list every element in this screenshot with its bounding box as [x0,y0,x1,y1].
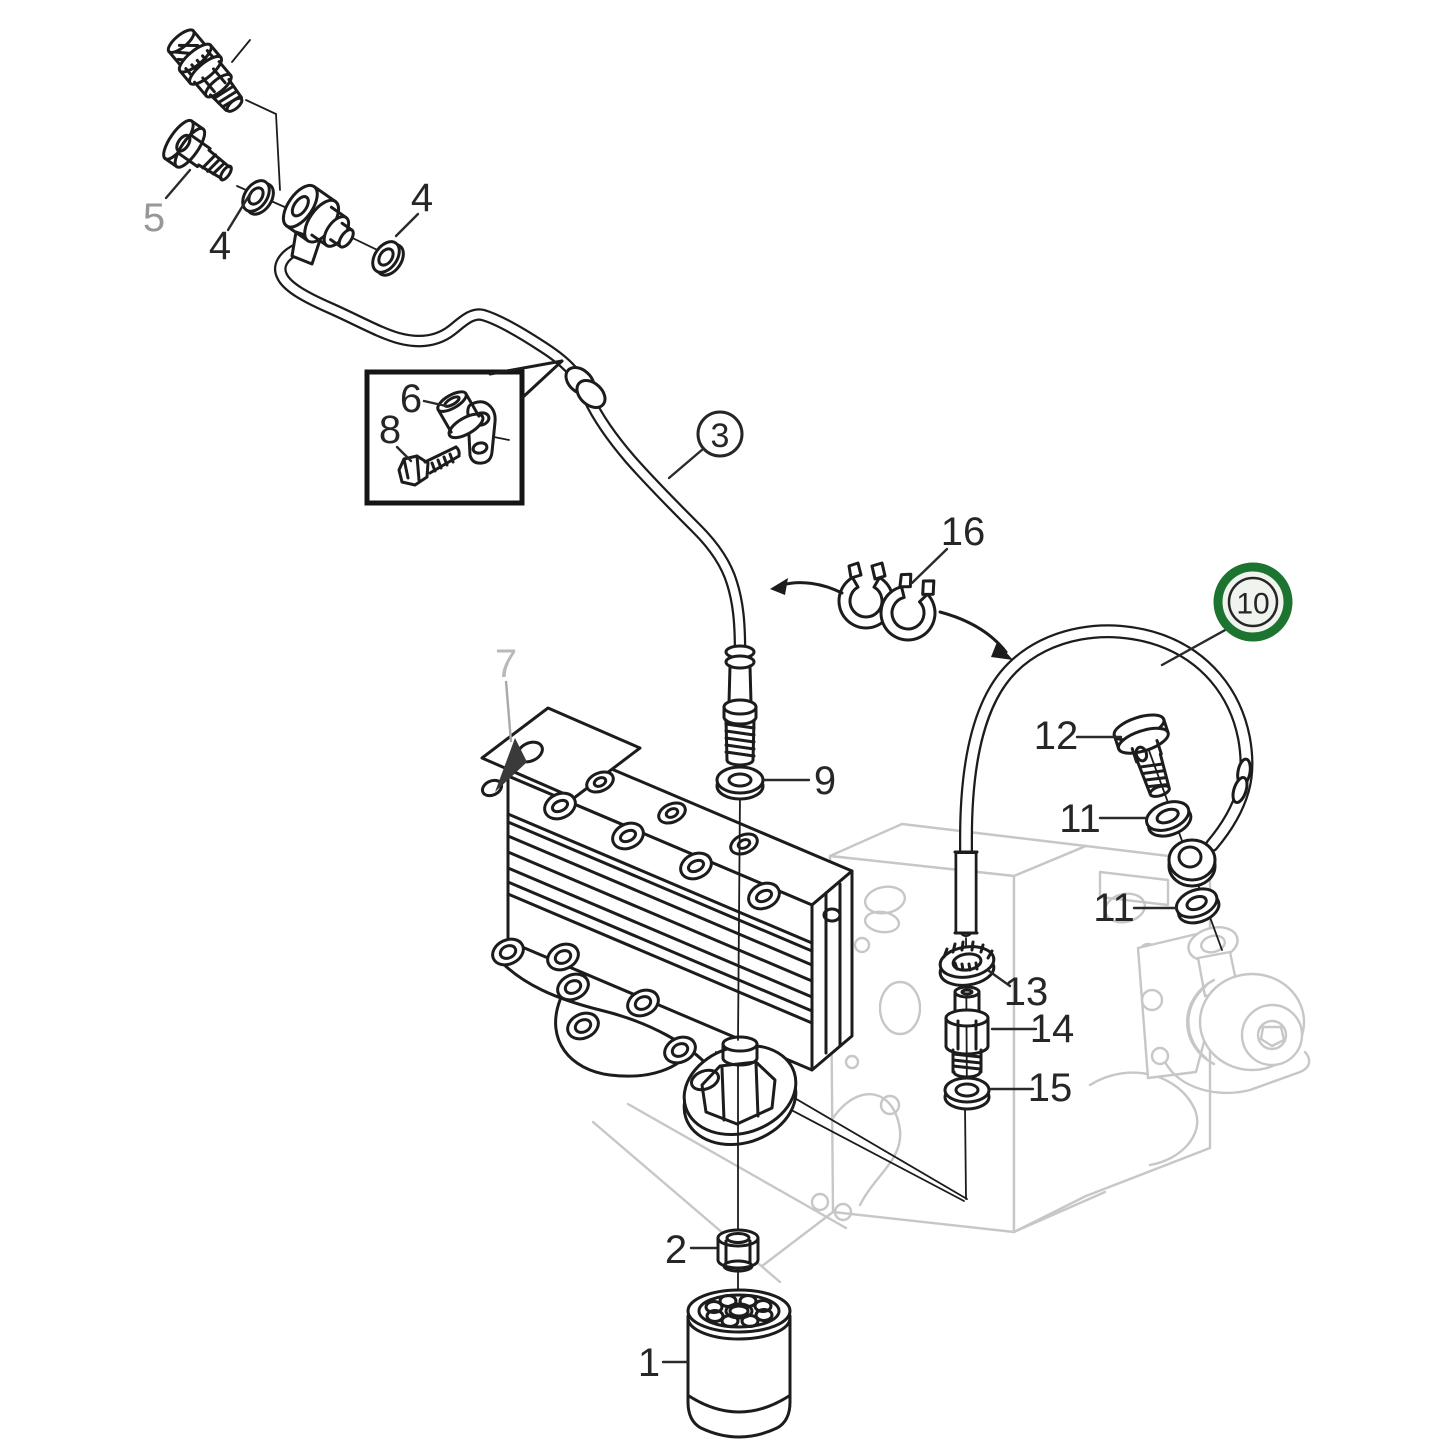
banjo-fitting-block [281,183,355,266]
washer-9 [715,765,765,801]
callout-6: 6 [400,377,422,421]
callout-9: 9 [814,759,836,803]
cooler-front-tabs [543,791,781,911]
callout-5: 5 [143,196,165,240]
callout-10: 10 [1236,588,1269,621]
callout-4-left: 4 [209,224,231,268]
callout-3: 3 [711,417,730,455]
inset-detail-box [364,359,564,506]
tube-end-fitting [722,644,758,767]
callout-8: 8 [379,408,401,452]
fitting-column [938,937,996,1111]
callout-15: 15 [1028,1066,1073,1110]
cooler-bottom-bosses [491,937,697,1065]
callouts: 5 4 4 6 8 3 16 10 12 11 11 9 7 13 14 [143,168,1293,1385]
callout-12: 12 [1034,714,1079,758]
arrowhead-left [770,578,788,595]
callout-4-right: 4 [411,176,433,220]
arrowhead-right [991,642,1013,660]
banjo-bolt-5 [162,118,233,182]
callout-11-upper: 11 [1059,797,1101,841]
hose-clips-16 [837,561,937,642]
nut-2 [716,1228,760,1273]
oil-filter-head [682,1035,798,1147]
banjo-eye-fitting [1167,838,1217,888]
sensor-leader-stub [231,39,251,63]
callout-14: 14 [1030,1007,1075,1051]
callout-7: 7 [495,642,517,686]
callout-1: 1 [638,1341,660,1385]
washer-4-right [371,240,405,277]
direction-arrows [770,578,1013,660]
callout-7-arrowhead [495,738,527,792]
washer-11-upper [1145,800,1193,838]
callout-11-lower: 11 [1093,886,1135,930]
callout-10-circle [1227,576,1279,628]
washer-15 [943,1076,991,1111]
oil-filter-1 [686,1288,792,1439]
fitting-14 [944,985,990,1079]
oil-hose-10 [953,624,1254,951]
callout-13: 13 [1004,970,1049,1014]
banjo-bolt-12 [1112,713,1171,798]
oil-pressure-sensor [166,28,244,113]
oil-line-3 [274,242,765,801]
ghost-fuel-pump [1136,926,1311,1095]
sensor-and-banjo-group [162,28,405,277]
cooler-top-bosses [585,770,759,856]
callout-2: 2 [665,1228,687,1272]
callout-3-circle [696,410,744,458]
washer-11-lower [1174,887,1221,925]
washer-4-left [241,179,275,216]
bolt-8 [397,445,461,487]
callout-16: 16 [941,510,986,554]
oil-cooler-assembly [480,706,854,1147]
lock-nut-13 [938,940,996,987]
